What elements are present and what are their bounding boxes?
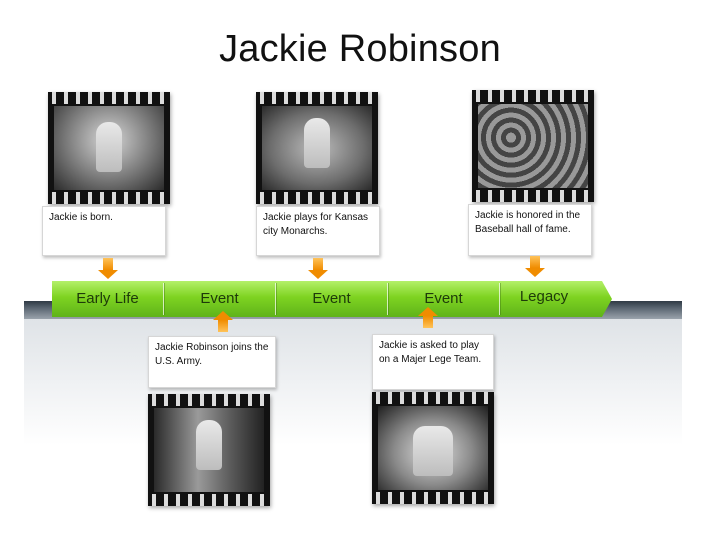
timeline-label-legacy: Legacy (519, 288, 569, 305)
baseball-player-photo (256, 92, 378, 204)
slide-title: Jackie Robinson (219, 28, 501, 70)
crowd-photo (472, 90, 594, 202)
event-card-hall-of-fame: Jackie is honored in the Baseball hall o… (468, 204, 592, 256)
event-card-major-league: Jackie is asked to play on a Majer Lege … (372, 334, 494, 390)
timeline-label-event-3: Event (424, 290, 463, 307)
event-card-army: Jackie Robinson joins the U.S. Army. (148, 336, 276, 388)
arrow-down-icon (308, 258, 328, 279)
timeline-divider (387, 283, 388, 315)
arrow-down-icon (525, 256, 545, 277)
event-card-born: Jackie is born. (42, 206, 166, 256)
arrow-up-icon (418, 307, 438, 328)
timeline-label-early-life: Early Life (76, 290, 139, 307)
timeline-label-event-1: Event (200, 290, 239, 307)
timeline-label-event-2: Event (312, 290, 351, 307)
timeline-bar (52, 281, 612, 317)
baby-photo (48, 92, 170, 204)
timeline-shadow (24, 319, 682, 529)
event-card-monarchs: Jackie plays for Kansas city Monarchs. (256, 206, 380, 256)
arrow-up-icon (213, 311, 233, 332)
arrow-down-icon (98, 258, 118, 279)
timeline-divider (163, 283, 164, 315)
army-photo (148, 394, 270, 506)
timeline-divider (275, 283, 276, 315)
dodgers-photo (372, 392, 494, 504)
timeline-divider (499, 283, 500, 315)
